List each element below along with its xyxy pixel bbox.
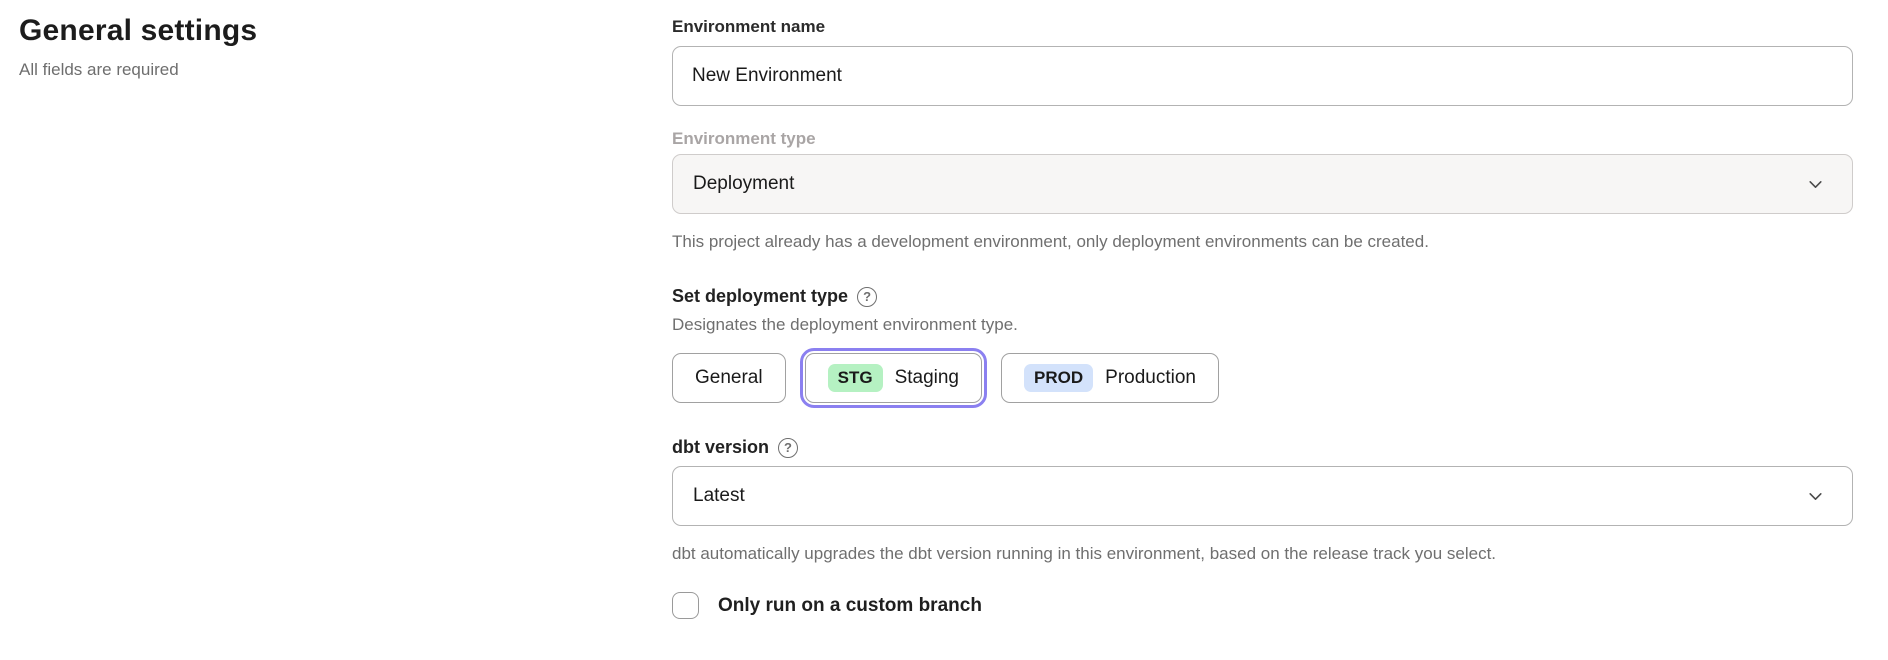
- chevron-down-icon: [1807, 488, 1824, 505]
- custom-branch-checkbox[interactable]: [672, 592, 699, 619]
- dbt-version-select[interactable]: Latest: [672, 466, 1853, 526]
- deployment-type-selected-ring: STG Staging: [799, 348, 988, 408]
- deployment-type-staging-button[interactable]: STG Staging: [804, 353, 983, 403]
- environment-settings-form: Environment name Environment type Deploy…: [672, 0, 1853, 619]
- environment-type-select[interactable]: Deployment: [672, 154, 1853, 214]
- environment-type-label: Environment type: [672, 129, 816, 148]
- deployment-type-description: Designates the deployment environment ty…: [672, 315, 1018, 334]
- deployment-type-heading: Set deployment type ?: [672, 286, 1853, 307]
- deployment-type-general-label: General: [695, 367, 763, 388]
- dbt-version-value: Latest: [693, 485, 745, 506]
- custom-branch-row: Only run on a custom branch: [672, 592, 1853, 619]
- page-title: General settings: [19, 14, 258, 47]
- deployment-type-options: General STG Staging PROD Production: [672, 347, 1853, 409]
- dbt-version-title: dbt version: [672, 437, 770, 457]
- custom-branch-label[interactable]: Only run on a custom branch: [718, 594, 982, 616]
- help-icon[interactable]: ?: [857, 286, 878, 307]
- settings-intro: General settings All fields are required: [19, 14, 579, 80]
- page-subtitle: All fields are required: [19, 60, 179, 79]
- environment-name-input[interactable]: [672, 46, 1853, 106]
- environment-type-value: Deployment: [693, 173, 795, 194]
- deployment-type-production-label: Production: [1105, 367, 1196, 388]
- production-badge: PROD: [1024, 364, 1094, 392]
- dbt-version-helper: dbt automatically upgrades the dbt versi…: [672, 544, 1497, 563]
- environment-type-helper: This project already has a development e…: [672, 232, 1429, 251]
- deployment-type-general-button[interactable]: General: [672, 353, 786, 403]
- help-icon[interactable]: ?: [778, 437, 799, 458]
- staging-badge: STG: [827, 364, 883, 392]
- deployment-type-production-button[interactable]: PROD Production: [1001, 353, 1219, 403]
- environment-name-label: Environment name: [672, 17, 826, 36]
- deployment-type-title: Set deployment type: [672, 286, 849, 306]
- chevron-down-icon: [1807, 176, 1824, 193]
- dbt-version-heading: dbt version ?: [672, 437, 1853, 458]
- deployment-type-staging-label: Staging: [894, 367, 960, 388]
